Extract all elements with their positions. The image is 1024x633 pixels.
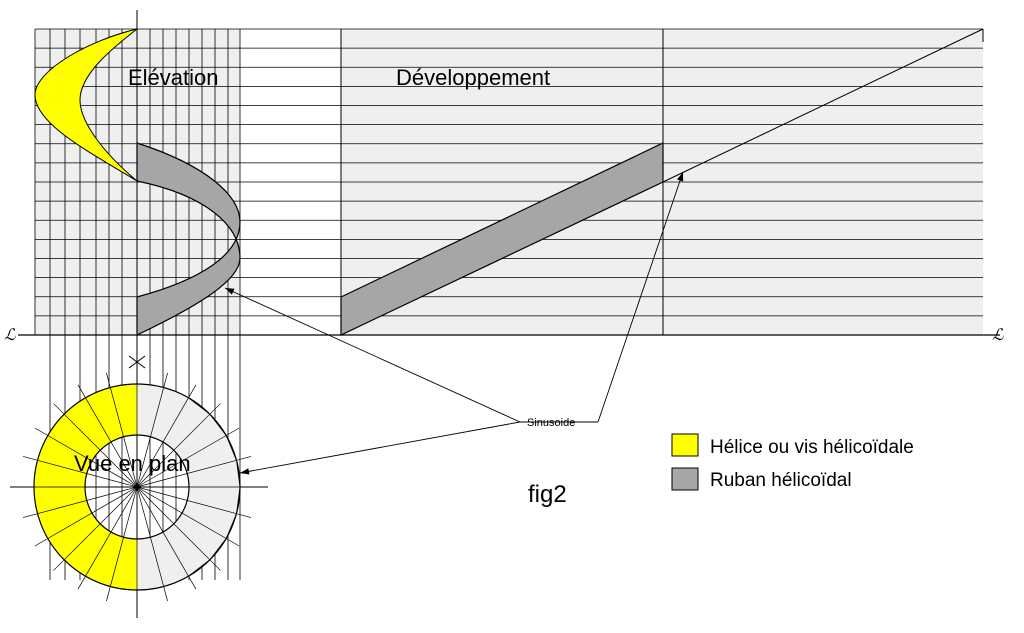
ground-line-mark-left: ℒ (4, 325, 16, 344)
plan-ray (22, 486, 138, 518)
leader-to-development (597, 171, 684, 423)
plan-ray (136, 486, 168, 602)
legend-label-helice: Hélice ou vis hélicoïdale (710, 437, 914, 458)
leader-to-plan (239, 421, 521, 474)
plan-ring-right (137, 384, 240, 590)
plan-ray (106, 486, 138, 602)
plan-ray (136, 427, 240, 488)
plan-ray (136, 486, 240, 547)
plan-ray (77, 486, 138, 590)
plan-ray (136, 486, 252, 518)
plan-ray (77, 384, 138, 488)
sinusoide-label: Sinusoide (527, 417, 575, 429)
legend-swatch-helice (671, 433, 699, 457)
leader-to-elevation-head (225, 288, 235, 295)
plan-helix-half (34, 384, 137, 590)
plan-view (19, 369, 255, 605)
plan-ray (136, 456, 252, 488)
leader-to-plan-head (240, 468, 250, 475)
plan-ray (136, 486, 197, 590)
legend-label-ruban: Ruban hélicoïdal (710, 470, 852, 491)
developpement-label: Développement (396, 65, 550, 90)
figure-number: fig2 (528, 481, 567, 508)
axis-cross-mark (128, 355, 146, 369)
elevation-label: Elévation (128, 65, 219, 90)
plan-ray (34, 427, 138, 488)
sinusoide-leaders (224, 171, 684, 475)
ground-line-mark-right: ℒ (992, 325, 1004, 344)
development-helix-line (662, 28, 984, 183)
leader-to-elevation (224, 287, 521, 423)
elevation-ribbon (136, 142, 241, 336)
legend-swatch-ruban (671, 467, 699, 491)
plan-ray (136, 384, 197, 488)
elevation-view (34, 28, 241, 336)
plan-ray (22, 456, 138, 488)
development-view (340, 28, 984, 336)
elevation-helix-crescent (34, 28, 138, 182)
plan-outer-circle (33, 383, 241, 591)
plan-inner-circle (84, 434, 190, 540)
plan-ray (53, 486, 138, 571)
vue-en-plan-label: Vue en plan (74, 451, 191, 476)
plan-ray (136, 403, 221, 488)
plan-ray (106, 372, 138, 488)
plan-ray (136, 486, 221, 571)
plan-ray (53, 403, 138, 488)
plan-ray (136, 372, 168, 488)
plan-ray (34, 486, 138, 547)
leader-to-development-head (677, 172, 684, 182)
